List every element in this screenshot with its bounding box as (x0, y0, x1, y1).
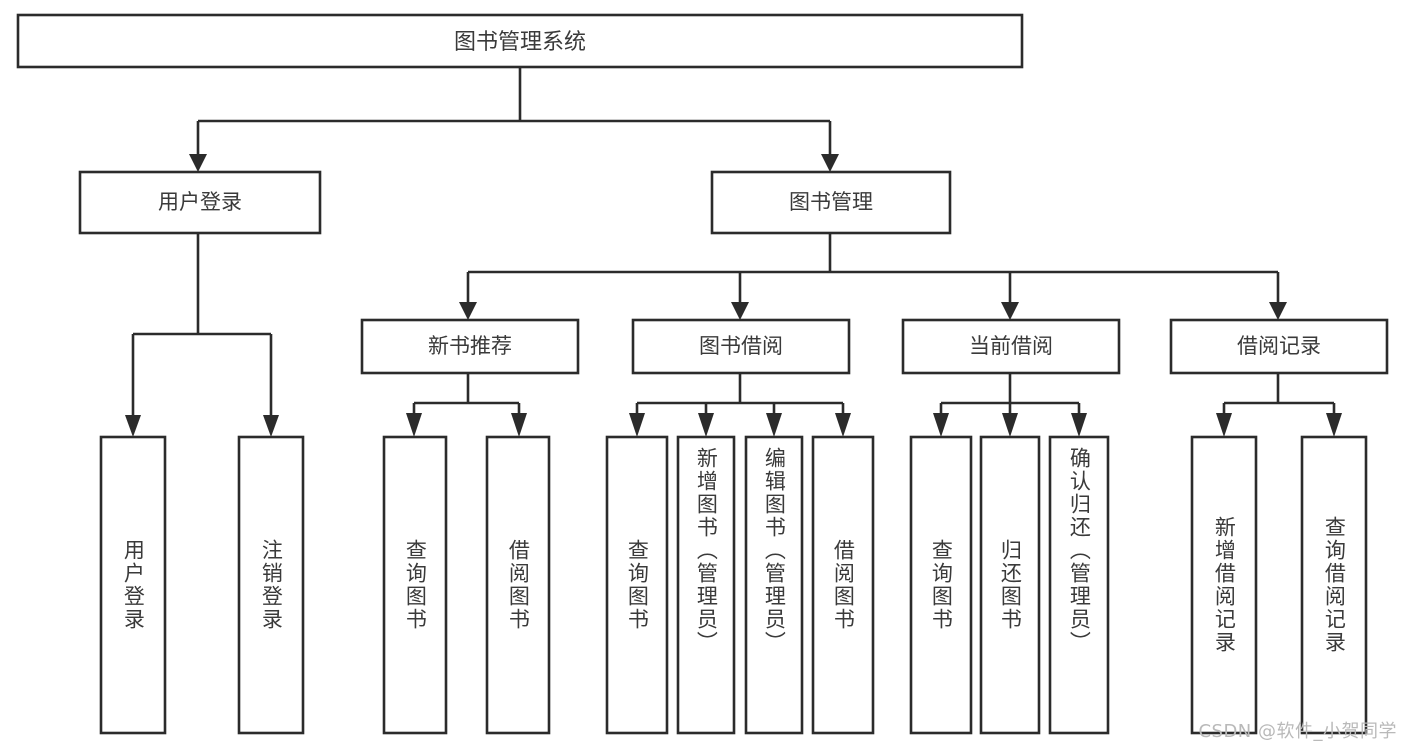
arrow-head-leaf-edit-book (766, 413, 782, 437)
leaf-box-query-book-1[interactable] (382, 435, 448, 735)
arrow-head-leaf-query-book-2 (629, 413, 645, 437)
leaf-box-confirm-return[interactable] (1048, 435, 1110, 735)
node-book-borrow-box[interactable] (631, 318, 851, 375)
leaf-box-return-book[interactable] (979, 435, 1041, 735)
arrow-head-new-book-recommend (459, 302, 477, 320)
arrow-head-leaf-query-record (1326, 413, 1342, 437)
node-current-borrow[interactable]: 当前借阅 (901, 318, 1121, 375)
node-new-book-recommend-label: 新书推荐 (428, 334, 512, 358)
node-book-borrow-label: 图书借阅 (699, 334, 783, 358)
node-current-borrow-label: 当前借阅 (969, 334, 1053, 358)
leaf-box-borrow-book-1[interactable] (485, 435, 551, 735)
node-borrow-record-box[interactable] (1169, 318, 1389, 375)
arrow-head-leaf-borrow-book-2 (835, 413, 851, 437)
node-new-book-recommend[interactable]: 新书推荐 (360, 318, 580, 375)
node-new-book-recommend-box[interactable] (360, 318, 580, 375)
arrow-head-leaf-add-record (1216, 413, 1232, 437)
connector-book-borrow-to-leaves (629, 373, 851, 437)
arrow-head-leaf-borrow-book-1 (511, 413, 527, 437)
node-user-login-box[interactable] (78, 170, 322, 235)
connector-new-book-recommend-to-leaves (406, 373, 527, 437)
leaf-box-add-record[interactable] (1190, 435, 1258, 735)
arrow-head-leaf-confirm-return (1071, 413, 1087, 437)
node-root[interactable]: 图书管理系统 (16, 13, 1024, 69)
arrow-head-leaf-add-book (698, 413, 714, 437)
arrow-head-leaf-query-book-1 (406, 413, 422, 437)
node-root-box[interactable] (16, 13, 1024, 69)
arrow-head-leaf-user-logout (263, 415, 279, 437)
leaf-boxes (99, 435, 1368, 735)
leaf-box-user-logout[interactable] (237, 435, 305, 735)
leaf-box-borrow-book-2[interactable] (811, 435, 875, 735)
node-root-label: 图书管理系统 (454, 30, 586, 55)
leaf-box-user-login[interactable] (99, 435, 167, 735)
arrow-head-book-borrow (731, 302, 749, 320)
leaf-box-query-book-3[interactable] (909, 435, 973, 735)
arrow-head-user-login (189, 154, 207, 172)
arrow-head-borrow-record (1269, 302, 1287, 320)
arrow-head-book-management (821, 154, 839, 172)
connector-current-borrow-to-leaves (933, 373, 1087, 437)
arrow-head-current-borrow (1001, 302, 1019, 320)
arrow-head-leaf-return-book (1002, 413, 1018, 437)
node-book-borrow[interactable]: 图书借阅 (631, 318, 851, 375)
leaf-box-edit-book[interactable] (744, 435, 804, 735)
node-user-login[interactable]: 用户登录 (78, 170, 322, 235)
arrow-head-leaf-user-login (125, 415, 141, 437)
node-borrow-record[interactable]: 借阅记录 (1169, 318, 1389, 375)
connector-borrow-record-to-leaves (1216, 373, 1342, 437)
node-book-management-label: 图书管理 (789, 190, 873, 214)
node-book-management-box[interactable] (710, 170, 952, 235)
connector-user-login-to-leaves (125, 233, 279, 437)
leaf-box-add-book[interactable] (676, 435, 736, 735)
connector-root-to-level2 (189, 67, 839, 172)
node-user-login-label: 用户登录 (158, 190, 242, 214)
watermark-text: CSDN @软件_小贺同学 (1198, 721, 1397, 742)
leaf-box-query-book-2[interactable] (605, 435, 669, 735)
connector-book-management-to-level3 (459, 233, 1287, 320)
node-current-borrow-box[interactable] (901, 318, 1121, 375)
node-book-management[interactable]: 图书管理 (710, 170, 952, 235)
leaf-box-query-record[interactable] (1300, 435, 1368, 735)
node-borrow-record-label: 借阅记录 (1237, 334, 1321, 358)
arrow-head-leaf-query-book-3 (933, 413, 949, 437)
